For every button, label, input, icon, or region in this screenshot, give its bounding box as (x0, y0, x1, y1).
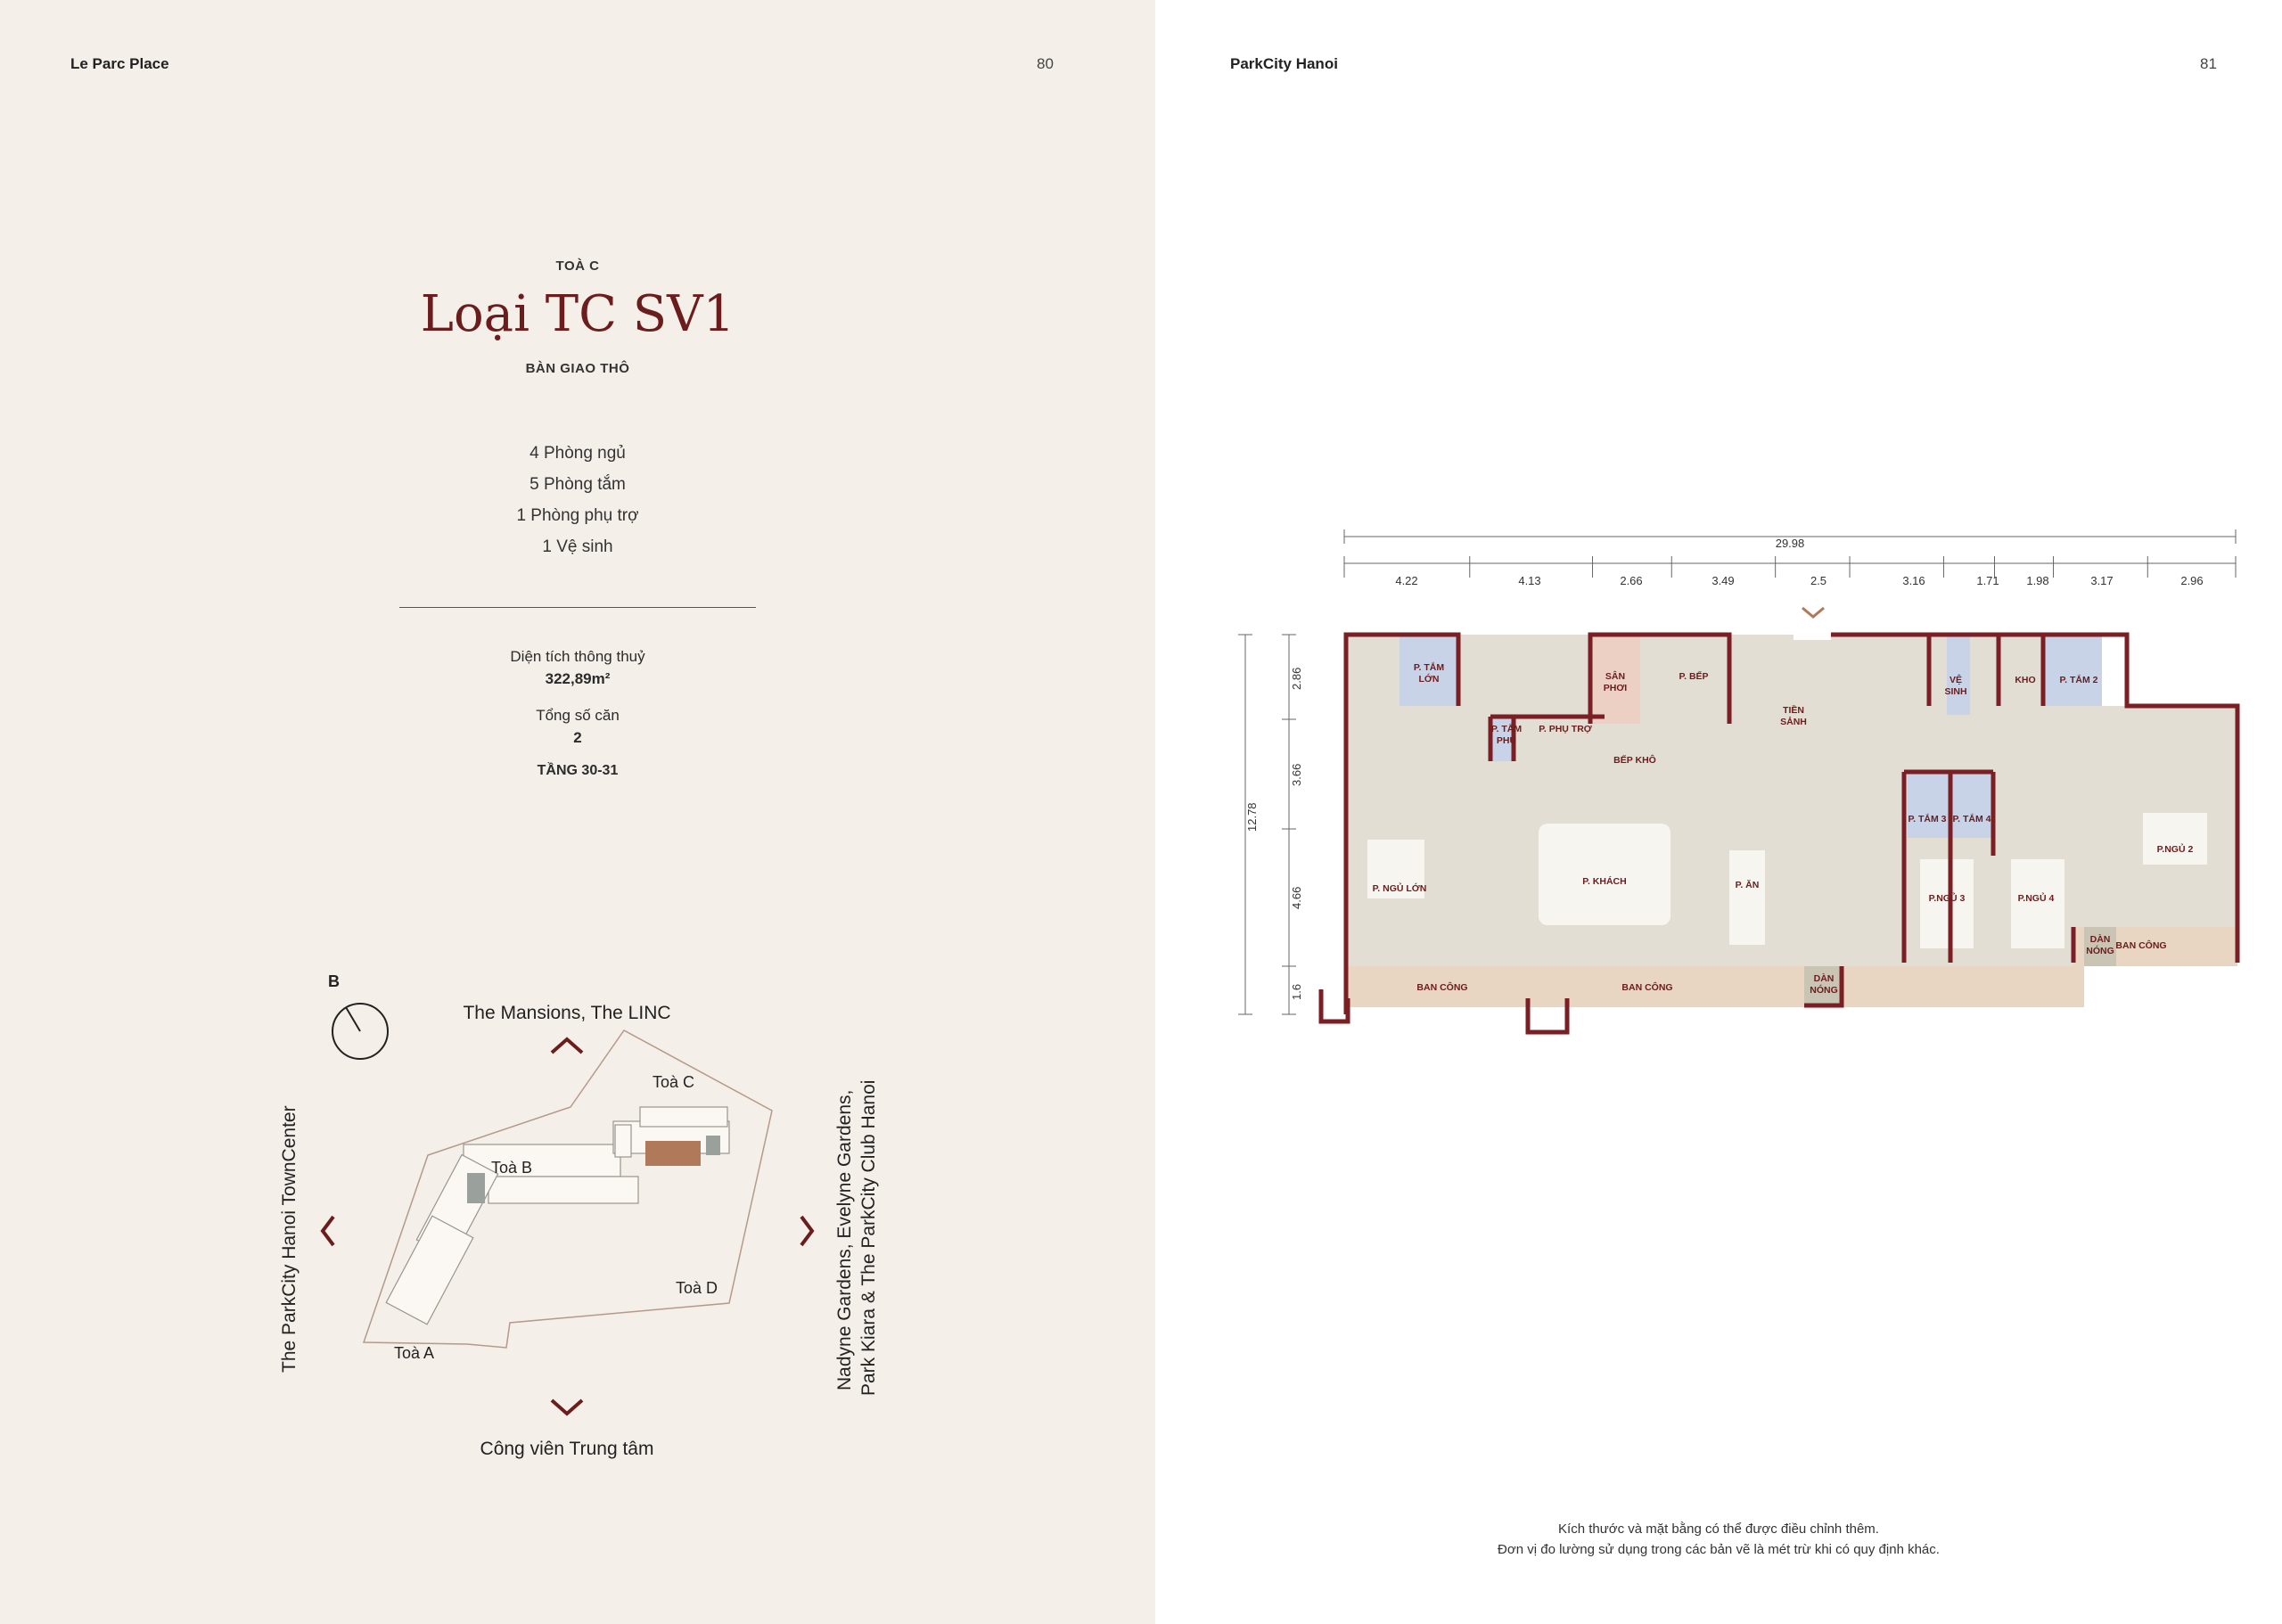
walls (1318, 632, 2240, 1035)
chevron-right-icon (800, 1215, 815, 1247)
depth-seg-1: 2.86 (1290, 668, 1303, 690)
room-balcony-right: BAN CÔNG (2115, 939, 2166, 951)
room-bedroom4: P.NGỦ 4 (2018, 892, 2055, 904)
compass-icon (332, 1003, 389, 1060)
depth-dimensions: 12.78 2.86 3.66 4.66 1.6 (1238, 634, 1303, 1015)
tower-a-label: Toà A (394, 1344, 434, 1362)
handover-label: BÀN GIAO THÔ (525, 361, 630, 376)
running-head-right: ParkCity Hanoi (1230, 55, 1338, 72)
svg-text:LỚN: LỚN (1419, 673, 1440, 685)
svg-text:NÓNG: NÓNG (1810, 984, 1838, 996)
room-balcony-mid: BAN CÔNG (1621, 981, 1672, 993)
room-labels: P. TẮM LỚN P. TẮM PHỤ P. PHỤ TRỢ SÂN PHƠ… (1373, 661, 2194, 996)
room-wc: VỆ (1950, 674, 1962, 685)
width-seg-5: 2.5 (1810, 574, 1826, 587)
room-sub-bath: P. TẮM (1491, 723, 1522, 734)
tower-label: TOÀ C (555, 258, 600, 274)
tower-ab-block (385, 1144, 639, 1325)
floor-plan: 29.98 4.22 4.13 2.66 3.49 2.5 3.16 1.71 … (1238, 529, 2240, 1035)
width-seg-7: 1.71 (1976, 574, 1999, 587)
room-ac-unit-1: DÀN (1814, 972, 1835, 984)
svg-text:PHƠI: PHƠI (1604, 683, 1628, 693)
depth-seg-4: 1.6 (1290, 984, 1303, 1000)
svg-text:SẢNH: SẢNH (1780, 716, 1807, 727)
feature-bedrooms: 4 Phòng ngủ (529, 444, 626, 463)
room-master-bath: P. TẮM (1414, 661, 1444, 673)
footnote-line2: Đơn vị đo lường sử dụng trong các bản vẽ… (1498, 1542, 1940, 1557)
depth-seg-2: 3.66 (1290, 764, 1303, 786)
divider (399, 607, 756, 608)
feature-utility: 1 Phòng phụ trợ (516, 506, 639, 525)
width-seg-6: 3.16 (1902, 574, 1925, 587)
room-kitchen: P. BẾP (1679, 670, 1708, 682)
units-value: 2 (573, 729, 582, 746)
site-map: B The Mansions, The LINC Công viên Trung… (279, 972, 879, 1459)
feature-bathrooms: 5 Phòng tắm (529, 475, 626, 494)
tower-d-label: Toà D (676, 1279, 718, 1297)
compass-needle (345, 1006, 361, 1032)
direction-right-line2: Park Kiara & The ParkCity Club Hanoi (858, 1080, 879, 1396)
chevron-left-icon (320, 1215, 335, 1247)
tower-c-block (612, 1106, 730, 1166)
room-master-bedroom: P. NGỦ LỚN (1373, 882, 1427, 894)
room-ac-unit-2: DÀN (2090, 933, 2111, 945)
width-seg-4: 3.49 (1712, 574, 1734, 587)
left-page: Le Parc Place 80 TOÀ C Loại TC SV1 BÀN G… (0, 0, 1155, 1624)
total-width-label: 29.98 (1776, 537, 1805, 550)
width-seg-8: 1.98 (2026, 574, 2048, 587)
unit-title: Loại TC SV1 (420, 285, 735, 343)
svg-text:PHỤ: PHỤ (1497, 735, 1516, 746)
direction-bottom: Công viên Trung tâm (480, 1439, 654, 1459)
feature-wc: 1 Vệ sinh (542, 537, 613, 556)
svg-text:NÓNG: NÓNG (2086, 945, 2114, 956)
page-number-right: 81 (2200, 55, 2217, 72)
right-page: ParkCity Hanoi 81 29.98 4.22 4.13 2.66 3… (1155, 0, 2282, 1624)
room-balcony-left: BAN CÔNG (1416, 981, 1467, 993)
width-seg-2: 4.13 (1518, 574, 1540, 587)
feature-list: 4 Phòng ngủ 5 Phòng tắm 1 Phòng phụ trợ … (0, 438, 1155, 562)
room-foyer: TIỀN (1783, 704, 1804, 716)
area-label: Diện tích thông thuỷ (510, 648, 645, 665)
room-utility: P. PHỤ TRỢ (1539, 724, 1592, 734)
units-label: Tổng số căn (536, 707, 620, 724)
area-value: 322,89m² (545, 670, 611, 687)
room-bedroom2: P.NGỦ 2 (2157, 843, 2194, 855)
width-dimensions: 29.98 4.22 4.13 2.66 3.49 2.5 3.16 1.71 … (1343, 529, 2237, 587)
direction-top: The Mansions, The LINC (463, 1003, 670, 1023)
room-storage: KHO (2015, 675, 2035, 685)
room-bath2: P. TẮM 2 (2060, 674, 2098, 685)
width-seg-10: 2.96 (2180, 574, 2203, 587)
width-seg-1: 4.22 (1395, 574, 1417, 587)
tower-c-highlight (645, 1141, 701, 1166)
room-bath4: P. TẮM 4 (1953, 813, 1991, 824)
footnote-line1: Kích thước và mặt bằng có thể được điều … (1558, 1521, 1879, 1537)
entrance-arrow-icon (1802, 606, 1825, 619)
svg-text:SINH: SINH (1944, 686, 1966, 697)
room-living: P. KHÁCH (1582, 875, 1626, 887)
room-dry-kitchen: BẾP KHÔ (1613, 754, 1656, 766)
compass-label: B (328, 972, 340, 990)
floor-fills (1346, 635, 2237, 1007)
width-seg-3: 2.66 (1620, 574, 1642, 587)
direction-right-line1: Nadyne Gardens, Evelyne Gardens, (834, 1090, 855, 1390)
tower-b-label: Toà B (491, 1159, 532, 1177)
tower-c-label: Toà C (653, 1073, 694, 1091)
page-number-left: 80 (1037, 55, 1054, 72)
chevron-down-icon (550, 1398, 584, 1416)
width-seg-9: 3.17 (2090, 574, 2113, 587)
room-drying-yard: SÂN (1605, 670, 1625, 682)
running-head-left: Le Parc Place (70, 55, 169, 72)
room-dining: P. ĂN (1736, 879, 1760, 890)
room-bedroom3: P.NGỦ 3 (1929, 892, 1966, 904)
depth-seg-3: 4.66 (1290, 887, 1303, 909)
room-bath3: P. TẮM 3 (1909, 813, 1947, 824)
chevron-up-icon (550, 1037, 584, 1054)
floors-label: TẦNG 30-31 (537, 763, 619, 778)
site-boundary (362, 1029, 773, 1349)
direction-left: The ParkCity Hanoi TownCenter (279, 1105, 300, 1373)
total-depth-label: 12.78 (1245, 802, 1259, 832)
